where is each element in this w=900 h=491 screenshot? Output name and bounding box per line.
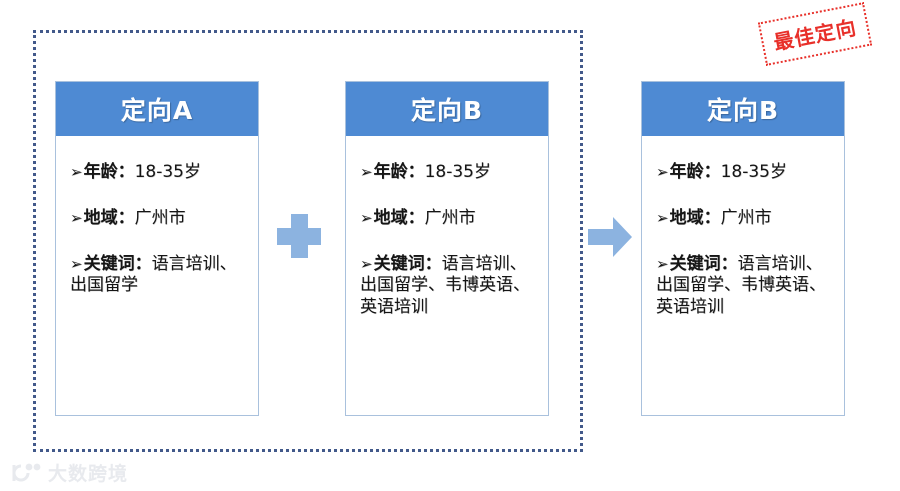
- plus-icon: [277, 214, 321, 258]
- watermark-text: 大数跨境: [48, 463, 129, 485]
- best-targeting-badge: 最佳定向: [757, 2, 873, 66]
- card-result-attr-age: ➢年龄：18-35岁: [656, 162, 832, 184]
- watermark: 大数跨境: [12, 459, 128, 486]
- bullet-icon: ➢: [360, 254, 373, 273]
- watermark-logo-icon: [12, 462, 42, 484]
- card-a-attr-age-label: 年龄：: [83, 162, 135, 182]
- card-a-body: ➢年龄：18-35岁 ➢地域：广州市 ➢关键词：语言培训、出国留学: [56, 136, 258, 297]
- bullet-icon: ➢: [70, 163, 83, 181]
- bullet-icon: ➢: [360, 163, 373, 181]
- card-result-attr-keywords: ➢关键词：语言培训、出国留学、韦博英语、英语培训: [656, 254, 832, 319]
- card-b-attr-region-value: 广州市: [424, 207, 476, 228]
- card-a-attr-age-value: 18-35岁: [134, 162, 201, 182]
- card-b-attr-keywords: ➢关键词：语言培训、出国留学、韦博英语、英语培训: [360, 254, 536, 319]
- bullet-icon: ➢: [70, 254, 83, 273]
- targeting-card-a[interactable]: 定向A ➢年龄：18-35岁 ➢地域：广州市 ➢关键词：语言培训、出国留学: [55, 81, 259, 416]
- card-a-attr-keywords: ➢关键词：语言培训、出国留学: [70, 254, 246, 298]
- bullet-icon: ➢: [656, 208, 669, 227]
- card-result-attr-keywords-value: 语言培训、出国留学、韦博英语、英语培训: [656, 253, 826, 318]
- card-result-attr-age-value: 18-35岁: [720, 162, 787, 182]
- bullet-icon: ➢: [70, 208, 83, 227]
- card-result-attr-region: ➢地域：广州市: [656, 208, 832, 230]
- card-b-attr-age-label: 年龄：: [373, 162, 425, 182]
- targeting-card-b[interactable]: 定向B ➢年龄：18-35岁 ➢地域：广州市 ➢关键词：语言培训、出国留学、韦博…: [345, 81, 549, 416]
- card-result-attr-region-label: 地域：: [669, 207, 721, 228]
- card-b-attr-age-value: 18-35岁: [424, 162, 491, 182]
- card-b-body: ➢年龄：18-35岁 ➢地域：广州市 ➢关键词：语言培训、出国留学、韦博英语、英…: [346, 136, 548, 319]
- card-a-attr-region: ➢地域：广州市: [70, 208, 246, 230]
- card-result-attr-keywords-label: 关键词：: [669, 253, 738, 274]
- card-result-body: ➢年龄：18-35岁 ➢地域：广州市 ➢关键词：语言培训、出国留学、韦博英语、英…: [642, 136, 844, 319]
- plus-icon-vertical: [291, 214, 308, 258]
- arrow-right-icon: [588, 216, 633, 258]
- card-result-attr-age-label: 年龄：: [669, 162, 721, 182]
- card-result-title: 定向B: [642, 82, 844, 136]
- bullet-icon: ➢: [656, 254, 669, 273]
- combination-group-frame: [33, 30, 583, 452]
- card-b-attr-keywords-label: 关键词：: [373, 253, 442, 274]
- card-a-attr-region-label: 地域：: [83, 207, 135, 228]
- card-a-attr-keywords-value: 语言培训、出国留学: [70, 253, 237, 296]
- card-result-attr-region-value: 广州市: [720, 207, 772, 228]
- card-b-attr-region: ➢地域：广州市: [360, 208, 536, 230]
- card-a-attr-age: ➢年龄：18-35岁: [70, 162, 246, 184]
- card-a-title: 定向A: [56, 82, 258, 136]
- card-a-attr-keywords-label: 关键词：: [83, 253, 152, 274]
- card-b-attr-age: ➢年龄：18-35岁: [360, 162, 536, 184]
- card-b-title: 定向B: [346, 82, 548, 136]
- bullet-icon: ➢: [656, 163, 669, 181]
- card-a-attr-region-value: 广州市: [134, 207, 186, 228]
- targeting-card-result[interactable]: 定向B ➢年龄：18-35岁 ➢地域：广州市 ➢关键词：语言培训、出国留学、韦博…: [641, 81, 845, 416]
- card-b-attr-region-label: 地域：: [373, 207, 425, 228]
- card-b-attr-keywords-value: 语言培训、出国留学、韦博英语、英语培训: [360, 253, 530, 318]
- bullet-icon: ➢: [360, 208, 373, 227]
